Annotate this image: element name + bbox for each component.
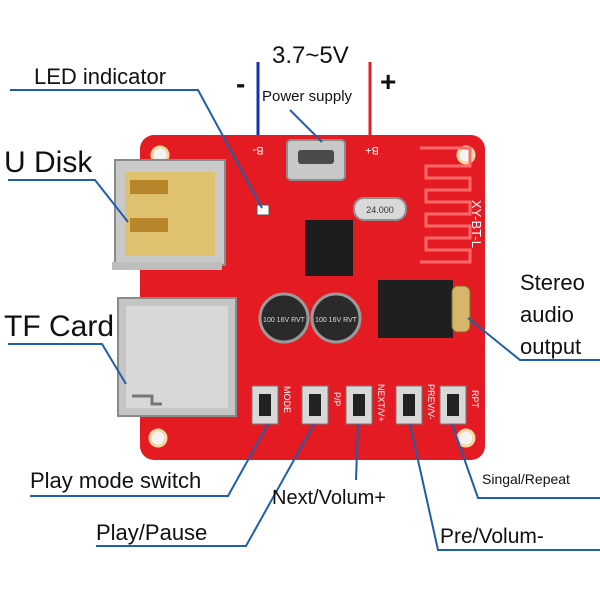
usb-a-port bbox=[112, 159, 226, 270]
leader-power-supply bbox=[289, 109, 323, 143]
button-mode bbox=[251, 385, 279, 425]
capacitor-1-label: 100 16V RVT bbox=[263, 317, 306, 324]
mounting-hole bbox=[456, 428, 476, 448]
stereo-label-line-1: Stereo bbox=[520, 270, 585, 295]
silk-mode: MODE bbox=[282, 386, 292, 413]
leader-repeat bbox=[451, 423, 600, 499]
button-next bbox=[345, 385, 373, 425]
leader-led bbox=[10, 89, 263, 209]
silk-model: XY-BT-L bbox=[469, 200, 484, 248]
main-ic bbox=[305, 220, 353, 276]
leader-prev bbox=[409, 423, 600, 551]
pre-volum-label: Pre/Volum- bbox=[440, 525, 544, 548]
leader-next bbox=[355, 423, 359, 481]
tf-card-label: TF Card bbox=[4, 310, 115, 343]
leader-play-mode bbox=[30, 423, 269, 497]
button-play-pause bbox=[301, 385, 329, 425]
silk-pp: P/P bbox=[332, 392, 342, 407]
silk-next: NEXT/V+ bbox=[376, 384, 386, 422]
silk-b-plus: B+ bbox=[365, 144, 379, 156]
leader-lines bbox=[8, 89, 600, 551]
led-indicator-component bbox=[256, 204, 270, 216]
audio-jack bbox=[378, 280, 471, 338]
silk-rpt: RPT bbox=[470, 390, 480, 409]
voltage-label: 3.7~5V bbox=[272, 42, 349, 69]
led-indicator-label: LED indicator bbox=[34, 64, 167, 89]
capacitor-2: 100 16V RVT bbox=[310, 292, 362, 344]
capacitor-1: 100 16V RVT bbox=[258, 292, 310, 344]
antenna-trace bbox=[420, 146, 472, 264]
button-prev bbox=[395, 385, 423, 425]
tf-card-slot bbox=[117, 297, 237, 417]
power-supply-label: Power supply bbox=[262, 88, 353, 105]
leader-play-pause bbox=[96, 423, 315, 547]
plus-label: + bbox=[380, 66, 397, 97]
silk-prev: PREV/V- bbox=[426, 384, 436, 420]
leader-tf-card bbox=[8, 343, 127, 385]
next-volum-label: Next/Volum+ bbox=[272, 487, 386, 509]
play-mode-switch-label: Play mode switch bbox=[30, 468, 202, 493]
crystal-oscillator: 24.000 bbox=[353, 197, 407, 221]
capacitor-2-label: 100 16V RVT bbox=[315, 317, 358, 324]
leader-u-disk bbox=[8, 179, 129, 223]
singal-repeat-label: Singal/Repeat bbox=[482, 471, 570, 487]
play-pause-label: Play/Pause bbox=[96, 520, 208, 545]
mounting-hole bbox=[148, 428, 168, 448]
minus-label: - bbox=[236, 68, 246, 99]
crystal-label: 24.000 bbox=[366, 205, 394, 215]
silk-b-minus: B- bbox=[252, 144, 263, 156]
micro-usb-connector bbox=[286, 139, 346, 181]
stereo-label-line-3: output bbox=[520, 334, 582, 359]
stereo-label-line-2: audio bbox=[520, 302, 574, 327]
button-repeat bbox=[439, 385, 467, 425]
leader-stereo bbox=[467, 317, 600, 361]
u-disk-label: U Disk bbox=[4, 146, 93, 179]
